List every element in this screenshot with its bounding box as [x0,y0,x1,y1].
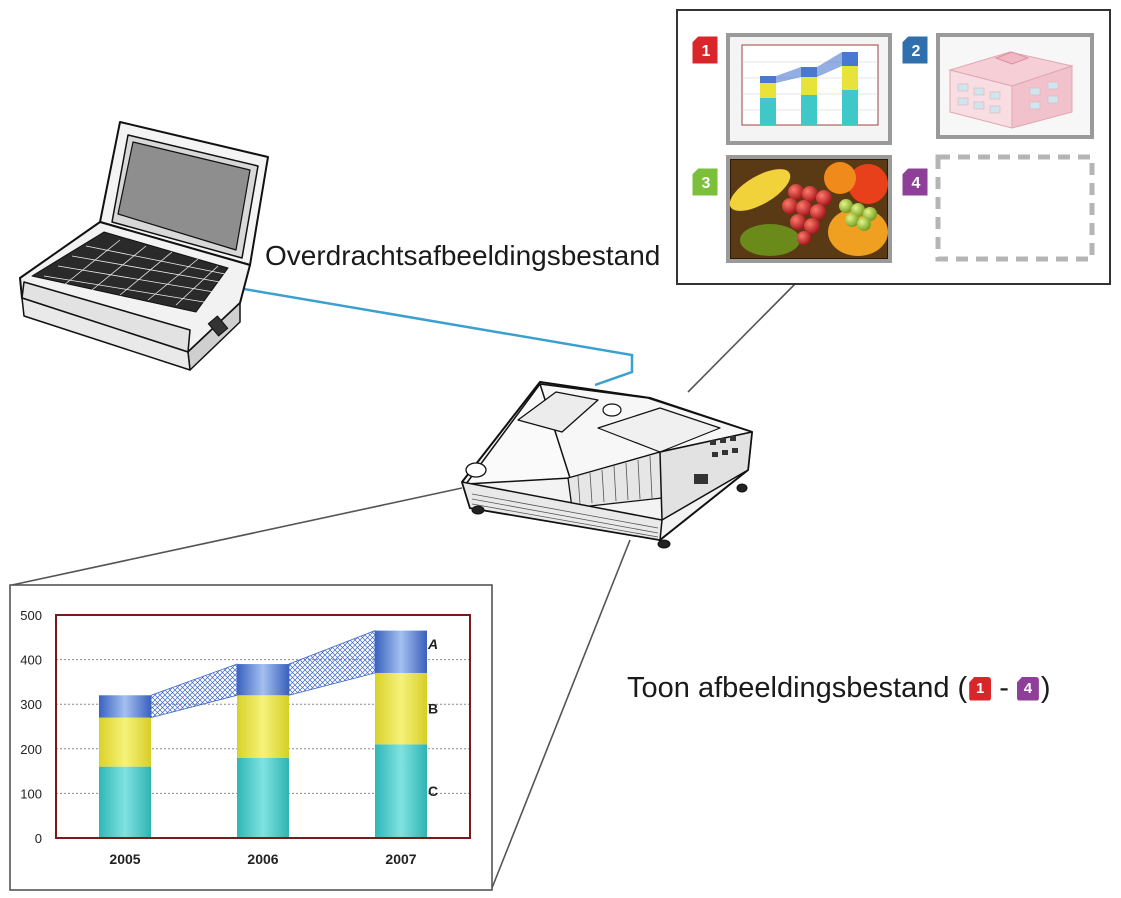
bar-segment-c [375,744,427,838]
thumbnail-4-empty-slot[interactable] [935,154,1095,262]
bar-segment-a [99,695,151,718]
screen-display: 0 100 200 300 400 500 2005 2006 2007 C B A [9,584,493,891]
laptop-illustration [19,121,269,371]
badge-icon-4: 4 [1016,676,1039,701]
bar-segment-b [375,672,427,745]
y-tick-label: 300 [20,697,42,712]
display-label-separator: - [999,672,1009,704]
bar-segment-c [237,757,289,838]
y-tick-label: 500 [20,608,42,623]
thumbnail-badge-number: 4 [912,175,921,192]
x-tick-label: 2005 [109,851,140,867]
y-tick-label: 400 [20,653,42,668]
projector-illustration [461,381,753,549]
series-label-b: B [428,701,438,717]
bar-segment-c [99,766,151,838]
x-tick-label: 2007 [385,851,416,867]
thumbnail-2[interactable] [936,33,1094,139]
series-connector-a [150,663,238,719]
bar-segment-b [237,695,289,758]
plot-frame [55,614,471,839]
connection-lines [11,283,796,889]
thumbnail-badge-number: 2 [912,43,921,60]
projector-to-screen-line-bottom [491,539,631,889]
thumbnail-1[interactable] [726,33,892,145]
display-label-suffix: ) [1040,672,1051,704]
y-tick-label: 0 [35,831,42,846]
thumbnail-badge-number: 1 [702,43,711,60]
thumbnail-badge-1: 1 [691,35,719,65]
network-cable [237,286,634,387]
thumbnail-badge-3: 3 [691,167,719,197]
y-tick-label: 200 [20,742,42,757]
bar-segment-b [99,717,151,767]
thumbnail-badge-number: 3 [702,175,711,192]
thumbnail-badges: 1 2 3 4 [691,35,929,197]
thumbnail-badge-4: 4 [901,167,929,197]
series-label-a: A [427,636,438,652]
display-label-text: Toon afbeeldingsbestand ( [627,672,968,704]
bar-segment-a [375,630,427,673]
projector-to-screen-line-top [11,487,463,586]
keyboard [31,231,229,313]
thumbnail-panel: 1 2 3 4 [676,9,1111,285]
thumbnail-3[interactable] [724,155,892,263]
transfer-image-file-label: Overdrachtsafbeeldingsbestand [265,240,661,271]
y-tick-label: 100 [20,786,42,801]
series-connector-a [288,630,376,696]
bar-segment-a [237,664,289,696]
badge-icon-1: 1 [969,676,992,701]
thumbnail-badge-2: 2 [901,35,929,65]
series-label-c: C [428,783,438,799]
chart-plot: 0 100 200 300 400 500 2005 2006 2007 C B A [20,608,471,867]
projector-to-thumbnail-panel-line [687,283,796,393]
display-image-file-label: Toon afbeeldingsbestand ( 1 - 4 ) [627,672,1051,705]
x-tick-label: 2006 [247,851,278,867]
